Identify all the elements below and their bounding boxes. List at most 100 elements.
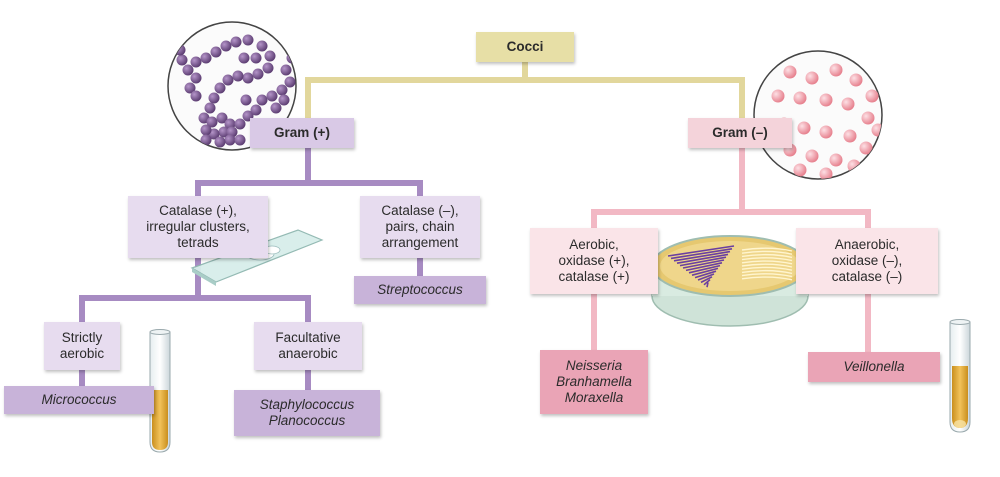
purple-coccus	[252, 68, 264, 80]
gram-negative-box: Gram (–)	[688, 118, 792, 148]
purple-streak	[682, 259, 725, 269]
aerobic-line-1: Aerobic,	[569, 237, 619, 252]
anaerobic-line-3: catalase (–)	[831, 269, 903, 284]
purple-streak	[688, 264, 721, 274]
pink-coccus	[871, 123, 882, 137]
purple-coccus	[182, 64, 194, 76]
white-streak	[741, 253, 793, 259]
pink-coccus	[861, 111, 875, 125]
catalase-negative-box: Catalase (–), pairs, chain arrangement	[360, 196, 480, 258]
white-streak	[741, 269, 793, 275]
purple-coccus	[214, 136, 226, 148]
purple-coccus	[206, 116, 218, 128]
pink-coccus	[829, 153, 843, 167]
gram-positive-box: Gram (+)	[250, 118, 354, 148]
pink-coccus	[783, 65, 797, 79]
staphylococcus-box: Staphylococcus Planococcus	[234, 390, 380, 436]
purple-streak	[694, 270, 717, 279]
strictly-aerobic-line-1: Strictly	[61, 330, 103, 345]
purple-coccus	[234, 118, 246, 130]
purple-streak	[691, 267, 719, 276]
pink-coccus	[771, 89, 785, 103]
aerobic-line-2: oxidase (+),	[558, 253, 630, 268]
neisseria-box: Neisseria Branhamella Moraxella	[540, 350, 648, 414]
facultative-line-2: anaerobic	[278, 346, 338, 361]
purple-streak	[667, 245, 735, 257]
facultative-anaerobic-box: Facultative anaerobic	[254, 322, 362, 370]
purple-coccus	[204, 102, 216, 114]
purple-coccus	[200, 124, 212, 136]
purple-streak	[685, 262, 723, 272]
catalase-negative-line-3: arrangement	[381, 235, 459, 250]
white-streak	[741, 263, 793, 268]
pink-coccus	[841, 97, 855, 111]
aerobic-oxidase-box: Aerobic, oxidase (+), catalase (+)	[530, 228, 658, 294]
purple-coccus	[176, 54, 188, 66]
purple-coccus	[242, 34, 254, 46]
strictly-aerobic-box: Strictly aerobic	[44, 322, 120, 370]
catalase-positive-line-2: irregular clusters,	[146, 219, 250, 234]
neisseria-label: Neisseria	[565, 358, 623, 373]
purple-coccus	[256, 94, 268, 106]
test-tube-right-illustration	[949, 319, 971, 433]
purple-coccus	[216, 112, 228, 124]
purple-coccus	[190, 90, 202, 102]
white-streak	[741, 250, 793, 255]
catalase-positive-line-1: Catalase (+),	[159, 203, 237, 218]
purple-coccus	[270, 102, 282, 114]
test-tube-left-illustration	[149, 329, 171, 453]
pink-coccus	[819, 125, 833, 139]
catalase-negative-line-2: pairs, chain	[385, 219, 455, 234]
purple-streak	[679, 256, 727, 267]
gram-negative-cocci-illustration	[753, 50, 883, 180]
anaerobic-oxidase-box: Anaerobic, oxidase (–), catalase (–)	[796, 228, 938, 294]
white-streak	[741, 266, 793, 271]
purple-coccus	[284, 76, 296, 88]
gram-neg-connector	[591, 209, 871, 228]
purple-coccus	[200, 134, 212, 146]
catalase-negative-line-1: Catalase (–),	[381, 203, 459, 218]
purple-coccus	[232, 70, 244, 82]
purple-streak	[706, 282, 709, 288]
pink-coccus	[793, 163, 807, 177]
purple-coccus	[250, 104, 262, 116]
micrococcus-box: Micrococcus	[4, 386, 154, 414]
pink-coccus	[797, 121, 811, 135]
purple-coccus	[200, 52, 212, 64]
branhamella-label: Branhamella	[556, 374, 632, 389]
purple-coccus	[224, 134, 236, 146]
white-streak	[741, 273, 793, 278]
purple-coccus	[190, 72, 202, 84]
purple-coccus	[184, 82, 196, 94]
staphylococcus-label: Staphylococcus	[259, 397, 355, 412]
purple-coccus	[278, 94, 290, 106]
white-streak	[741, 260, 793, 265]
root-cocci-box: Cocci	[476, 32, 574, 62]
pink-coccus	[843, 129, 857, 143]
purple-coccus	[262, 62, 274, 74]
aerobic-line-3: catalase (+)	[558, 269, 630, 284]
pink-coccus	[805, 71, 819, 85]
purple-coccus	[210, 46, 222, 58]
purple-coccus	[190, 56, 202, 68]
purple-coccus	[214, 82, 226, 94]
moraxella-label: Moraxella	[564, 390, 624, 405]
purple-coccus	[222, 74, 234, 86]
purple-coccus	[234, 134, 246, 146]
purple-streak	[703, 278, 711, 286]
facultative-line-1: Facultative	[275, 330, 341, 345]
purple-coccus	[280, 64, 292, 76]
pink-coccus	[865, 89, 879, 103]
purple-streak	[670, 248, 733, 260]
purple-coccus	[264, 50, 276, 62]
purple-streak	[673, 250, 731, 262]
white-streak	[741, 247, 793, 252]
purple-coccus	[208, 92, 220, 104]
pink-coccus	[859, 141, 873, 155]
catalase-positive-box: Catalase (+), irregular clusters, tetrad…	[128, 196, 268, 258]
purple-coccus	[218, 126, 230, 138]
white-streak	[741, 257, 793, 262]
